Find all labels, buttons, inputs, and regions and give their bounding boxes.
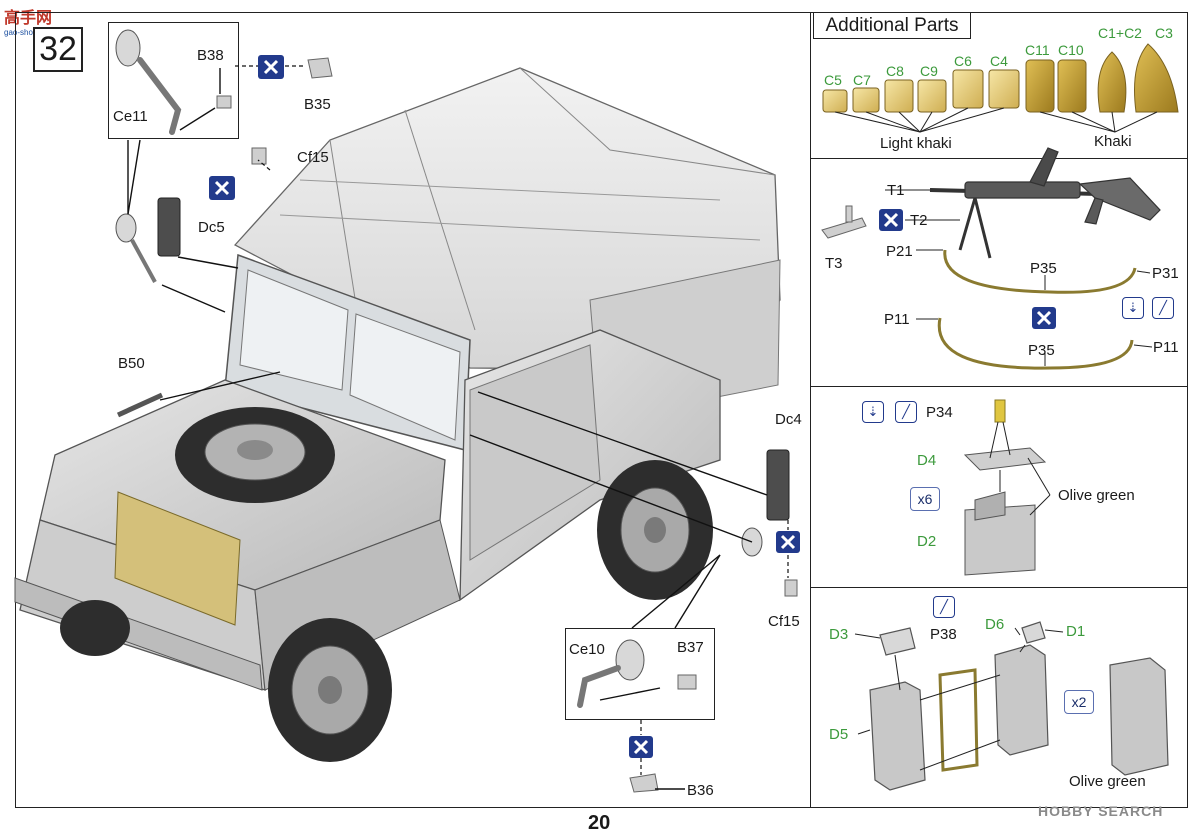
- color-label-olive-green: Olive green: [1058, 487, 1135, 504]
- part-label-p38: P38: [930, 626, 957, 643]
- part-label-cf15-bottom: Cf15: [768, 613, 800, 630]
- part-label-p11-a: P11: [884, 311, 910, 328]
- color-label-khaki: Khaki: [1094, 133, 1132, 150]
- part-label-ce11: Ce11: [113, 108, 148, 125]
- part-label-b36: B36: [687, 782, 714, 799]
- part-label-dc4: Dc4: [775, 411, 802, 428]
- paint-brush-icon: ╱: [1152, 297, 1174, 319]
- part-label-d6: D6: [985, 616, 1005, 633]
- part-label-p21: P21: [886, 243, 913, 260]
- step-number: 32: [33, 27, 83, 72]
- site-logo-subtext: gao-shou.com: [4, 28, 55, 37]
- bend-down-icon: ⇣: [1122, 297, 1144, 319]
- part-label-b50: B50: [118, 355, 145, 372]
- paint-brush-icon: ╱: [933, 596, 955, 618]
- part-label-c11: C11: [1025, 42, 1050, 58]
- part-label-c7: C7: [853, 72, 871, 88]
- divider: [810, 386, 1188, 387]
- part-label-cf15-top: Cf15: [297, 149, 329, 166]
- part-label-p31: P31: [1152, 265, 1179, 282]
- part-label-d5: D5: [829, 726, 849, 743]
- part-label-c5: C5: [824, 72, 842, 88]
- part-label-t1: T1: [887, 182, 905, 199]
- additional-parts-title: Additional Parts: [813, 12, 971, 39]
- part-label-t3: T3: [825, 255, 843, 272]
- part-label-p35-a: P35: [1030, 260, 1057, 277]
- part-label-b37: B37: [677, 639, 704, 656]
- part-label-c1-c2: C1+C2: [1098, 25, 1142, 41]
- bend-down-icon: ⇣: [862, 401, 884, 423]
- part-label-c4: C4: [990, 53, 1008, 69]
- part-label-p35-b: P35: [1028, 342, 1055, 359]
- additional-parts-panel: [810, 12, 1188, 808]
- watermark: HOBBY SEARCH: [1038, 803, 1164, 819]
- part-label-b35: B35: [304, 96, 331, 113]
- part-label-ce10: Ce10: [569, 641, 605, 658]
- part-label-d4: D4: [917, 452, 937, 469]
- color-label-olive-green: Olive green: [1069, 773, 1146, 790]
- part-label-c9: C9: [920, 63, 938, 79]
- part-label-t2: T2: [910, 212, 928, 229]
- part-label-d1: D1: [1066, 623, 1086, 640]
- part-label-p34: P34: [926, 404, 953, 421]
- page-number: 20: [588, 812, 611, 834]
- part-label-p11-b: P11: [1153, 339, 1179, 356]
- part-label-d3: D3: [829, 626, 849, 643]
- part-label-b38: B38: [197, 47, 224, 64]
- divider: [810, 158, 1188, 159]
- part-label-c6: C6: [954, 53, 972, 69]
- divider: [810, 587, 1188, 588]
- color-label-light-khaki: Light khaki: [880, 135, 952, 152]
- quantity-badge: x2: [1064, 690, 1094, 714]
- part-label-c3: C3: [1155, 25, 1173, 41]
- paint-brush-icon: ╱: [895, 401, 917, 423]
- part-label-dc5: Dc5: [198, 219, 225, 236]
- part-label-d2: D2: [917, 533, 937, 550]
- part-label-c10: C10: [1058, 42, 1084, 58]
- site-logo: 高手网: [4, 10, 53, 27]
- quantity-badge: x6: [910, 487, 940, 511]
- part-label-c8: C8: [886, 63, 904, 79]
